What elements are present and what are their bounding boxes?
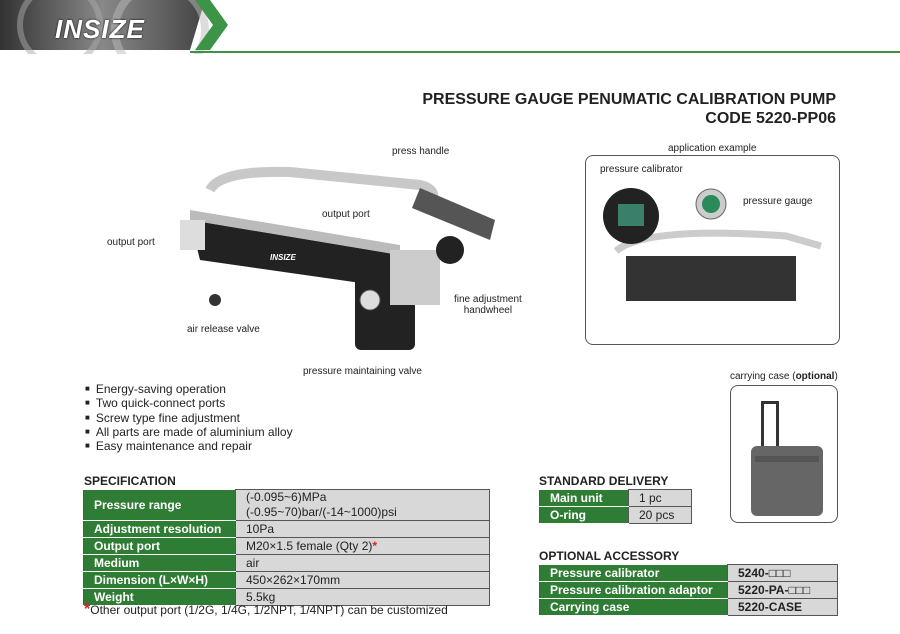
page-title: PRESSURE GAUGE PENUMATIC CALIBRATION PUM… xyxy=(422,90,836,128)
specification-table: Pressure range(-0.095~6)MPa (-0.95~70)ba… xyxy=(83,489,490,606)
feature-item: Screw type fine adjustment xyxy=(85,411,293,425)
feature-item: Easy maintenance and repair xyxy=(85,439,293,453)
feature-item: All parts are made of aluminium alloy xyxy=(85,425,293,439)
label-air-release-valve: air release valve xyxy=(187,324,260,335)
title-line1: PRESSURE GAUGE PENUMATIC CALIBRATION PUM… xyxy=(422,91,836,108)
feature-item: Two quick-connect ports xyxy=(85,396,293,411)
feature-item: Energy-saving operation xyxy=(85,382,293,396)
label-output-port-left: output port xyxy=(107,237,155,248)
title-line2: CODE 5220-PP06 xyxy=(705,110,836,127)
application-example-box: pressure calibrator pressure gauge xyxy=(585,155,840,345)
carrying-case-box xyxy=(730,385,838,523)
label-pressure-maintaining-valve: pressure maintaining valve xyxy=(303,366,422,377)
label-press-handle: press handle xyxy=(392,146,450,157)
application-title: application example xyxy=(668,143,757,154)
label-output-port-top: output port xyxy=(322,209,370,220)
application-image xyxy=(603,188,822,301)
feature-list: Energy-saving operation Two quick-connec… xyxy=(85,382,293,453)
optional-accessory-heading: OPTIONAL ACCESSORY xyxy=(539,549,680,563)
label-fine-adjustment: fine adjustment handwheel xyxy=(454,294,522,316)
footnote: *Other output port (1/2G, 1/4G, 1/2NPT, … xyxy=(84,601,448,618)
header-banner xyxy=(0,0,900,54)
standard-delivery-heading: STANDARD DELIVERY xyxy=(539,474,669,488)
label-pressure-calibrator: pressure calibrator xyxy=(600,164,683,175)
carrying-case-image xyxy=(751,401,823,516)
asterisk: * xyxy=(372,538,378,553)
specification-heading: SPECIFICATION xyxy=(84,474,176,488)
case-label: carrying case (optional) xyxy=(730,371,838,382)
label-pressure-gauge: pressure gauge xyxy=(743,196,813,207)
product-image: INSIZE xyxy=(180,166,495,350)
body-logo: INSIZE xyxy=(270,253,296,262)
table-row: Dimension (L×W×H)450×262×170mm xyxy=(83,571,490,589)
brand-logo: INSIZE xyxy=(55,14,145,44)
table-row: Pressure range(-0.095~6)MPa (-0.95~70)ba… xyxy=(83,489,490,521)
